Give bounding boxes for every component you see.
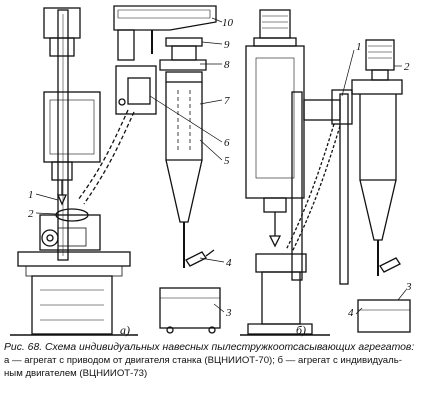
callout-a-9: 9: [224, 39, 230, 51]
callout-a-2: 2: [28, 208, 34, 220]
caption-line-2: а — агрегат с приводом от двигателя стан…: [4, 355, 402, 366]
figure-caption: Рис. 68. Схема индивидуальных навесных п…: [4, 341, 424, 380]
callout-a-8: 8: [224, 59, 230, 71]
caption-title: Рис. 68. Схема индивидуальных навесных п…: [4, 342, 415, 353]
subfig-label-b: б): [296, 323, 306, 337]
drill-press-b: [240, 9, 330, 336]
dust-unit-a: [77, 5, 221, 334]
callout-a-6: 6: [224, 137, 230, 149]
callout-a-5: 5: [224, 155, 230, 167]
callout-b-3: 3: [405, 281, 412, 293]
callout-a-7: 7: [224, 95, 230, 107]
callout-b-2: 2: [404, 61, 410, 73]
callout-a-1: 1: [28, 189, 34, 201]
unit-diagram: 1 2 3 4 5 6 7 8 9 10 1 2 3 4 а) б): [10, 5, 412, 337]
dust-unit-b: [285, 39, 411, 333]
callout-a-10: 10: [222, 17, 234, 29]
subfig-label-a: а): [120, 323, 130, 337]
callout-a-4: 4: [226, 257, 232, 269]
drill-press-a: [10, 7, 138, 336]
callout-a-3: 3: [225, 307, 232, 319]
callout-b-4: 4: [348, 307, 354, 319]
caption-line-3: ным двигателем (ВЦНИИОТ-73): [4, 368, 148, 379]
callout-b-1: 1: [356, 41, 362, 53]
